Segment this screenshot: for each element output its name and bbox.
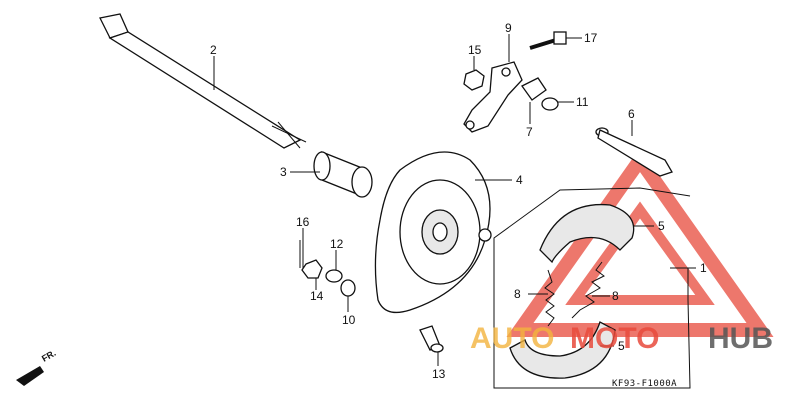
brake-arm-part (463, 61, 523, 133)
callout-2: 2 (210, 43, 217, 57)
watermark-logo (506, 147, 774, 337)
washer-10-part (340, 279, 356, 297)
callout-11: 11 (576, 95, 589, 109)
callout-7: 7 (526, 125, 533, 139)
shoe-set-bracket (493, 187, 691, 389)
callout-10: 10 (342, 313, 356, 327)
nut-14-part (301, 259, 323, 279)
callout-16: 16 (296, 215, 310, 229)
nut-15-part (463, 69, 485, 91)
watermark-text-moto: MOTO (570, 322, 659, 355)
front-direction-arrow: FR. (16, 348, 58, 386)
bolt-13-part (419, 325, 444, 353)
leader-lines (213, 34, 696, 366)
brake-shoe-lower-part (509, 321, 616, 379)
direction-label: FR. (40, 348, 58, 364)
collar-part (313, 151, 373, 198)
callout-6: 6 (628, 107, 635, 121)
callout-13: 13 (432, 367, 446, 381)
callout-4: 4 (516, 173, 523, 187)
callout-8-right: 8 (612, 289, 619, 303)
callout-labels: 1 2 3 4 5 5 6 7 8 8 9 10 11 12 13 14 15 … (210, 21, 707, 381)
cam-part (595, 127, 673, 177)
watermark-wordmark: AUTO MOTO HUB (470, 322, 773, 355)
indicator-plate-part (521, 77, 547, 101)
diagram-code: KF93-F1000A (612, 379, 677, 389)
callout-1: 1 (700, 261, 707, 275)
callout-12: 12 (330, 237, 344, 251)
callout-5-lower: 5 (618, 339, 625, 353)
callout-8-left: 8 (514, 287, 521, 301)
watermark-text-hub: HUB (708, 322, 773, 355)
bolt-17-part (529, 31, 567, 50)
axle-part (99, 13, 307, 149)
callout-5-upper: 5 (658, 219, 665, 233)
callout-3: 3 (280, 165, 287, 179)
washer-12-part (325, 269, 343, 283)
callout-17: 17 (584, 31, 598, 45)
callout-9: 9 (505, 21, 512, 35)
callout-15: 15 (468, 43, 482, 57)
spring-8-right-part (571, 261, 605, 319)
washer-11-part (541, 97, 559, 111)
callout-14: 14 (310, 289, 324, 303)
cotter-pin-part (299, 240, 304, 268)
spring-8-left-part (544, 269, 555, 327)
brake-shoe-upper-part (539, 203, 635, 264)
watermark-text-auto: AUTO (470, 322, 554, 355)
brake-panel-part (374, 151, 492, 314)
